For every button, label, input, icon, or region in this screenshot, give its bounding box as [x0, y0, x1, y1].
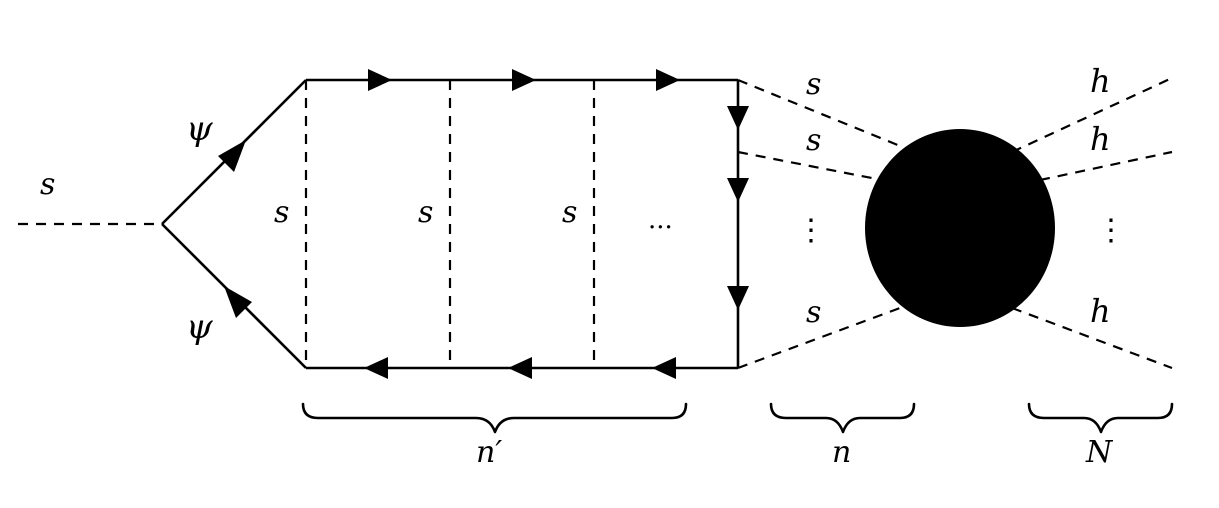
label-rung-2: s — [418, 195, 433, 230]
label-psi-top: ψ — [186, 109, 213, 149]
out-s-vdots: ⋮ — [796, 213, 826, 248]
brace-higgs — [1027, 402, 1174, 434]
higgs-line-2 — [1039, 150, 1173, 182]
arrow-top-rail-3 — [656, 69, 680, 91]
arrow-bottom-rail-2 — [508, 357, 532, 379]
label-brace-ladder: n′ — [476, 435, 502, 470]
ladder-ellipsis: ··· — [648, 213, 673, 243]
arrow-right-rail-1 — [727, 106, 749, 130]
arrow-right-rail-2 — [727, 178, 749, 202]
label-incoming-s: s — [40, 167, 55, 202]
label-rung-3: s — [562, 195, 577, 230]
arrow-top-leg — [218, 140, 246, 172]
brace-scalars — [769, 402, 916, 434]
label-brace-scalars: n — [832, 435, 851, 470]
arrow-top-rail-2 — [512, 69, 536, 91]
h-vdots: ⋮ — [1096, 213, 1126, 248]
higgs-line-1 — [1011, 77, 1173, 153]
scalar-out-2 — [737, 150, 883, 182]
label-h-last: h — [1090, 292, 1111, 330]
label-brace-higgs: N — [1085, 435, 1114, 470]
arrow-bottom-leg — [224, 286, 252, 318]
label-h-1: h — [1090, 62, 1111, 100]
label-out-s-2: s — [806, 123, 821, 158]
label-out-s-1: s — [806, 67, 821, 102]
brace-ladder — [301, 402, 688, 434]
arrow-bottom-rail-1 — [364, 357, 388, 379]
arrow-right-rail-3 — [727, 286, 749, 310]
label-h-2: h — [1090, 120, 1111, 158]
scalar-out-1 — [737, 78, 911, 152]
arrow-top-rail-1 — [368, 69, 392, 91]
label-out-s-last: s — [806, 295, 821, 330]
label-rung-1: s — [274, 195, 289, 230]
label-psi-bottom: ψ — [186, 307, 213, 347]
arrow-bottom-rail-3 — [652, 357, 676, 379]
interaction-blob — [865, 129, 1055, 327]
